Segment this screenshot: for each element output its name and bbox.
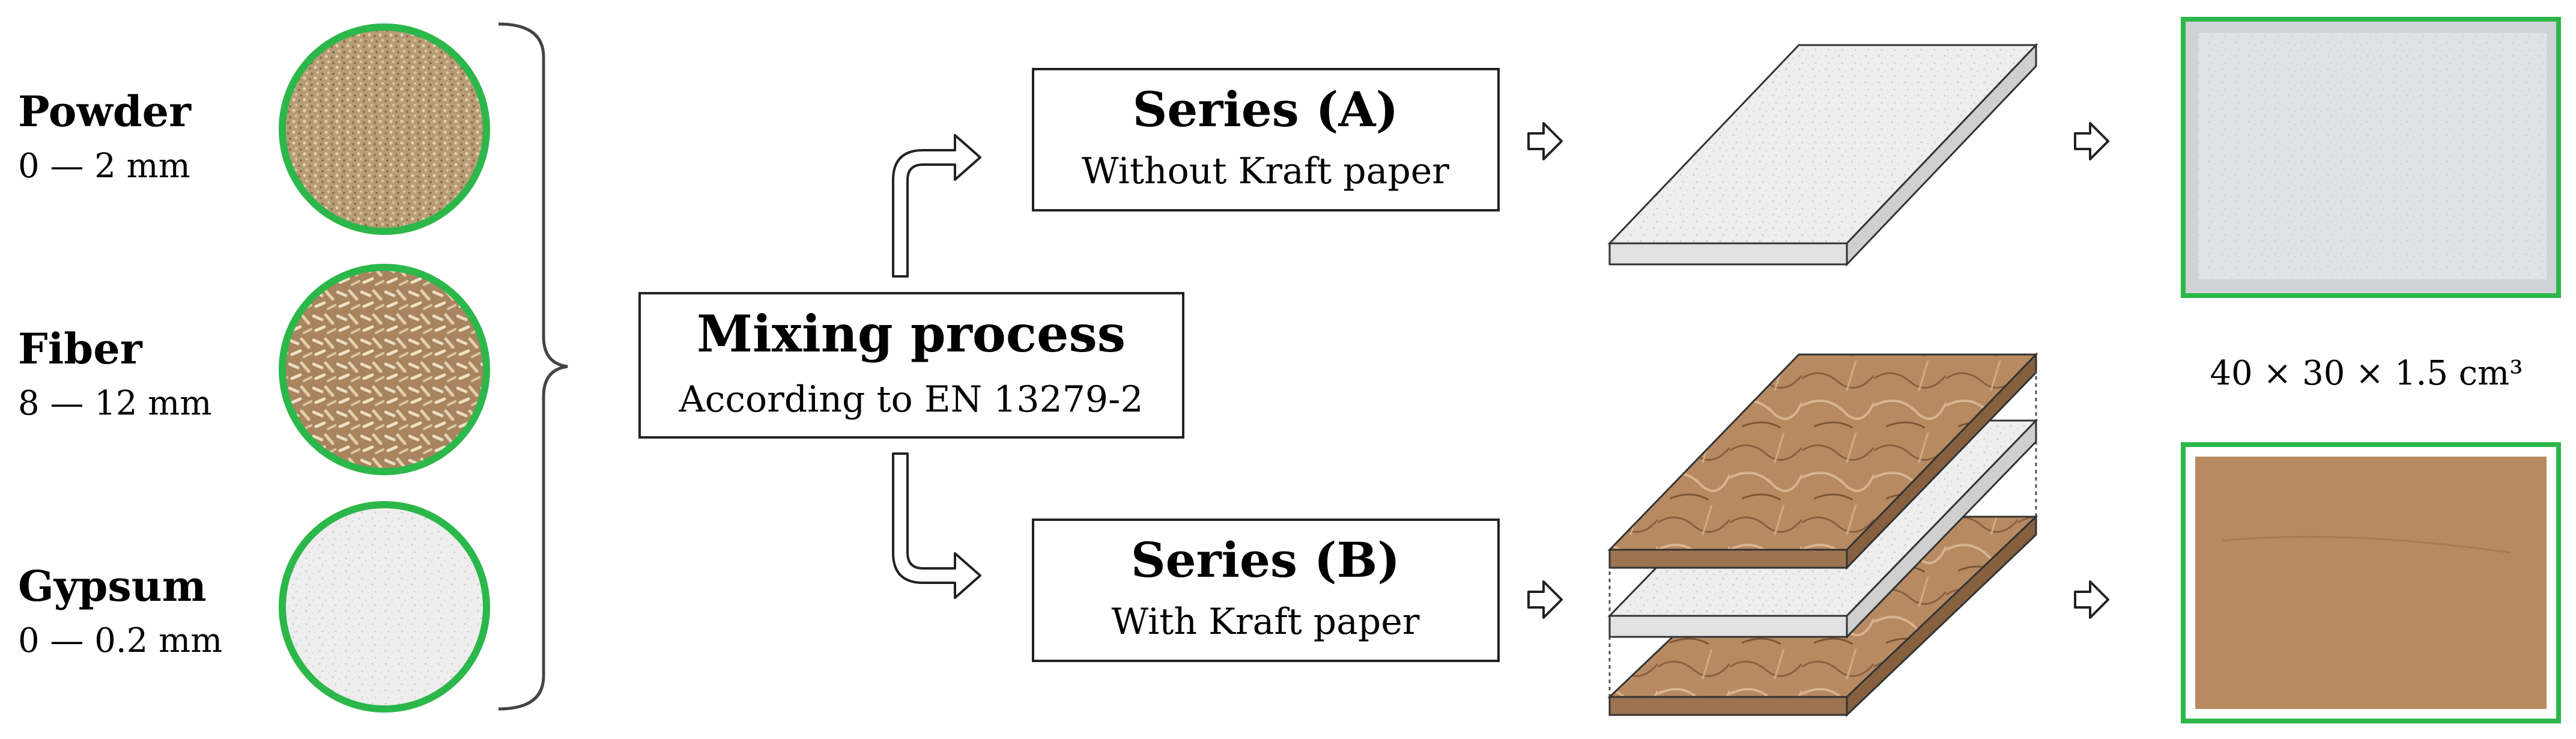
series-a-board-photo-surface (2198, 33, 2547, 279)
powder-sample-image (279, 23, 490, 235)
arrow-to-series-a-icon (892, 134, 981, 278)
arrow-series-a-to-board-icon (1527, 122, 1563, 160)
mixing-process-subtitle: According to EN 13279-2 (678, 379, 1143, 421)
material-name-gypsum: Gypsum (18, 561, 207, 611)
gypsum-sample-image (279, 501, 490, 713)
mixing-process-box (638, 292, 1184, 439)
arrow-to-series-b-icon (892, 452, 981, 599)
series-b-title: Series (B) (1131, 532, 1400, 588)
arrow-board-a-to-photo-icon (2074, 122, 2109, 160)
series-b-board-photo-crease (2222, 535, 2511, 554)
material-name-powder: Powder (18, 87, 192, 136)
series-b-board-photo-surface (2195, 457, 2547, 709)
series-b-subtitle: With Kraft paper (1111, 601, 1419, 643)
material-name-fiber: Fiber (18, 324, 143, 374)
series-a-box (1032, 68, 1500, 211)
material-range-powder: 0 — 2 mm (18, 147, 190, 186)
grouping-brace (498, 22, 568, 711)
series-b-board-illustration (1607, 352, 2038, 717)
material-range-gypsum: 0 — 0.2 mm (18, 621, 222, 660)
arrow-board-b-to-photo-icon (2074, 580, 2109, 619)
mixing-process-title: Mixing process (697, 304, 1126, 363)
board-dimensions-label: 40 × 30 × 1.5 cm³ (2210, 354, 2523, 393)
fiber-sample-image (279, 264, 490, 475)
arrow-series-b-to-board-icon (1527, 580, 1563, 619)
series-a-title: Series (A) (1133, 81, 1399, 138)
material-range-fiber: 8 — 12 mm (18, 384, 212, 423)
series-a-subtitle: Without Kraft paper (1082, 150, 1449, 192)
series-b-box (1032, 519, 1500, 662)
series-a-board-illustration (1607, 43, 2038, 267)
